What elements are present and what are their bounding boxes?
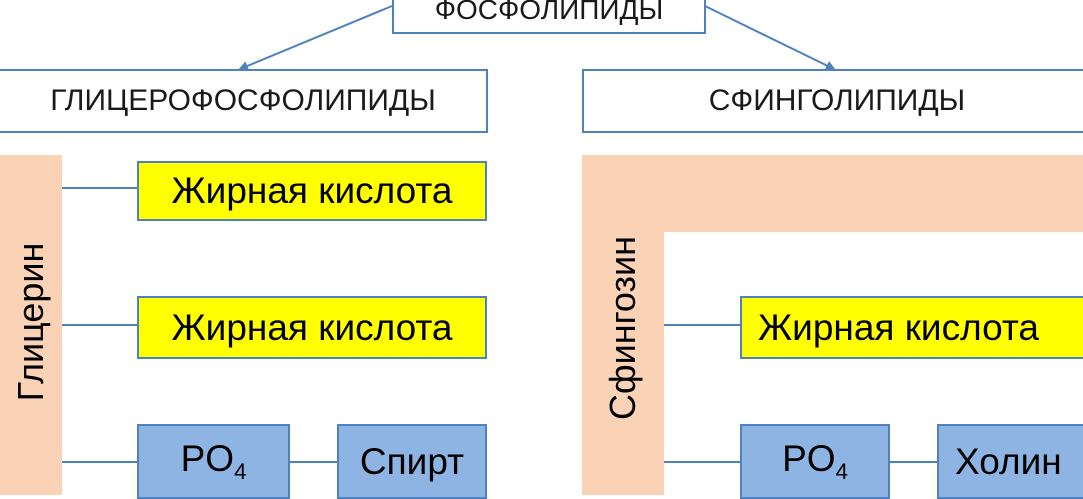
choline-label: Холин [955,440,1062,482]
glycerophospholipids-box: ГЛИЦЕРОФОСФОЛИПИДЫ [0,69,488,133]
phosphate-label-right: PO4 [782,438,848,484]
sphingolipids-label: СФИНГОЛИПИДЫ [708,84,966,117]
root-label: ФОСФОЛИПИДЫ [434,0,664,25]
arrow-to-sphingolipids [704,5,836,70]
root-phospholipids-box: ФОСФОЛИПИДЫ [392,0,706,34]
phosphate-label-left: PO4 [180,438,247,484]
sphingosine-backbone-vertical [582,155,664,495]
fatty-acid-2-label: Жирная кислота [171,306,453,348]
alcohol-box: Спирт [337,424,487,499]
sphingosine-label: Сфингозин [602,235,643,421]
fatty-acid-2-box: Жирная кислота [137,296,487,359]
phosphate-box-left: PO4 [137,424,290,499]
alcohol-label: Спирт [359,440,465,482]
sphingosine-backbone-horizontal [582,155,1083,232]
fatty-acid-1-box: Жирная кислота [137,161,487,221]
choline-box: Холин [937,424,1083,499]
fatty-acid-right-box: Жирная кислота [740,296,1083,359]
glycerophospholipids-label: ГЛИЦЕРОФОСФОЛИПИДЫ [50,84,436,117]
glycerol-label: Глицерин [10,242,51,402]
sphingolipids-box: СФИНГОЛИПИДЫ [582,69,1083,133]
phosphate-box-right: PO4 [740,424,890,499]
arrow-to-glycerophospholipids [238,5,393,71]
glycerol-backbone [0,155,62,495]
fatty-acid-1-label: Жирная кислота [171,170,453,211]
fatty-acid-right-label: Жирная кислота [758,306,1039,348]
